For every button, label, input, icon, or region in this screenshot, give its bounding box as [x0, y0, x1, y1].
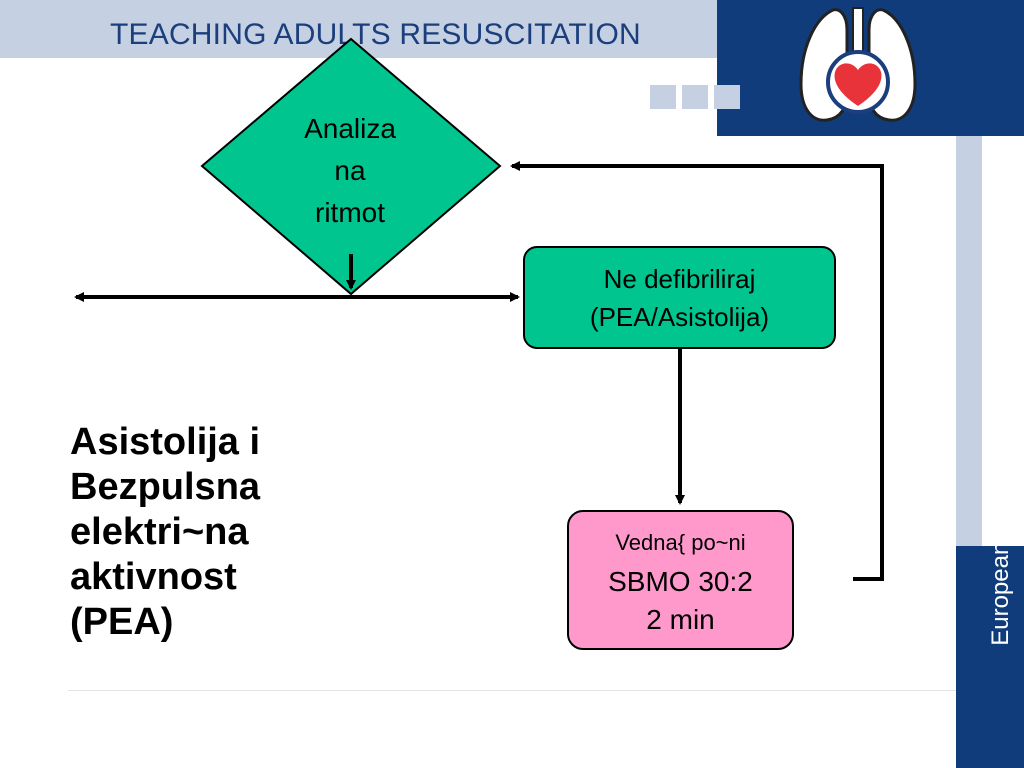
slide-title: Asistolija i Bezpulsna elektri~na aktivn…: [70, 420, 360, 645]
non-shockable-box: Ne defibriliraj (PEA/Asistolija): [523, 246, 836, 349]
rhythm-check-diamond: [200, 37, 502, 296]
sidebar-light-strip: [956, 136, 982, 546]
rhythm-check-line: ritmot: [315, 197, 385, 228]
lungs-heart-icon: [799, 7, 917, 122]
sidebar-dark-strip: [956, 546, 1024, 768]
decor-square: [650, 85, 676, 109]
cpr-box: Vedna{ po~ni SBMO 30:2 2 min: [567, 510, 794, 650]
decor-square: [682, 85, 708, 109]
rhythm-check-line: na: [334, 155, 366, 186]
cpr-line3: 2 min: [646, 604, 715, 635]
cpr-line1: Vedna{ po~ni: [615, 530, 746, 555]
rhythm-check-line: Analiza: [304, 113, 396, 144]
decor-square: [714, 85, 740, 109]
non-shockable-line1: Ne defibriliraj: [603, 264, 756, 294]
header-title: TEACHING ADULTS RESUSCITATION: [110, 18, 641, 51]
logo-block: [717, 0, 1024, 136]
non-shockable-label: Ne defibriliraj (PEA/Asistolija): [525, 260, 834, 336]
slide-title-line: Asistolija i: [70, 421, 261, 463]
slide-title-line: (PEA): [70, 601, 174, 643]
non-shockable-line2: (PEA/Asistolija): [589, 302, 770, 332]
cpr-line2: SBMO 30:2: [608, 566, 753, 597]
bottom-rule: [68, 690, 956, 691]
slide-title-line: Bezpulsna: [70, 466, 261, 508]
slide-title-line: elektri~na: [70, 511, 249, 553]
loop-back-line: [510, 161, 884, 581]
rhythm-check-label: Analiza na ritmot: [280, 108, 420, 234]
slide-title-line: aktivnost: [70, 556, 237, 598]
